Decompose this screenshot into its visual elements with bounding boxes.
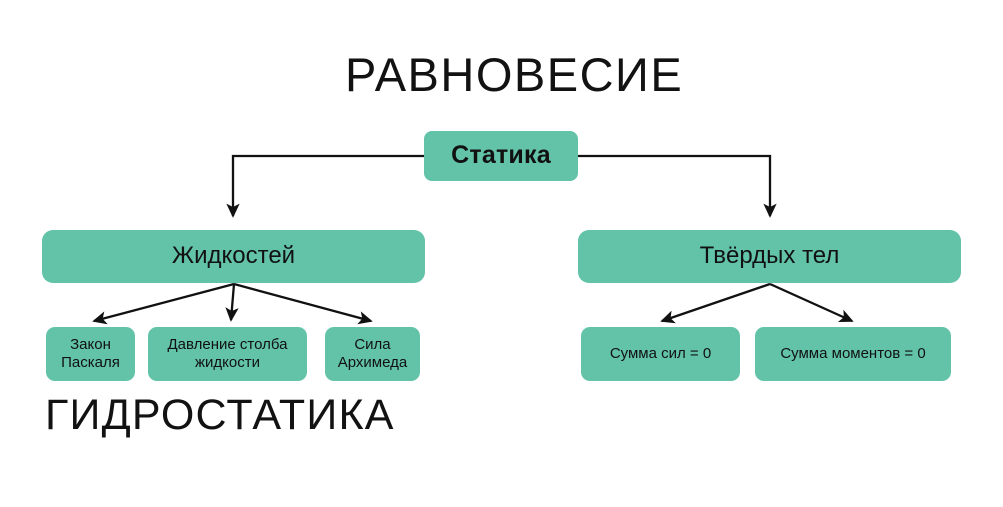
node-tverdyh-tel[interactable]: Твёрдых тел (578, 230, 961, 283)
node-statika-label: Статика (451, 141, 551, 170)
node-summa-momentov[interactable]: Сумма моментов = 0 (755, 327, 951, 381)
node-sila-arhimeda[interactable]: Сила Архимеда (325, 327, 420, 381)
node-zhidkostey[interactable]: Жидкостей (42, 230, 425, 283)
hydrostatics-label: ГИДРОСТАТИКА (45, 391, 395, 439)
node-summa-sil-label: Сумма сил = 0 (609, 345, 712, 363)
node-davlenie-stolba-zhidkosti-label: Давление столба жидкости (167, 336, 288, 371)
node-zhidkostey-label: Жидкостей (171, 242, 296, 270)
node-tverdyh-tel-label: Твёрдых тел (699, 242, 840, 270)
node-summa-sil[interactable]: Сумма сил = 0 (581, 327, 740, 381)
node-summa-momentov-label: Сумма моментов = 0 (780, 345, 926, 363)
node-zakon-paskalya[interactable]: Закон Паскаля (46, 327, 135, 381)
node-zakon-paskalya-label: Закон Паскаля (61, 336, 120, 371)
node-statika[interactable]: Статика (424, 131, 578, 181)
diagram-title: РАВНОВЕСИЕ (345, 48, 684, 101)
node-sila-arhimeda-label: Сила Архимеда (337, 336, 408, 371)
node-davlenie-stolba-zhidkosti[interactable]: Давление столба жидкости (148, 327, 307, 381)
